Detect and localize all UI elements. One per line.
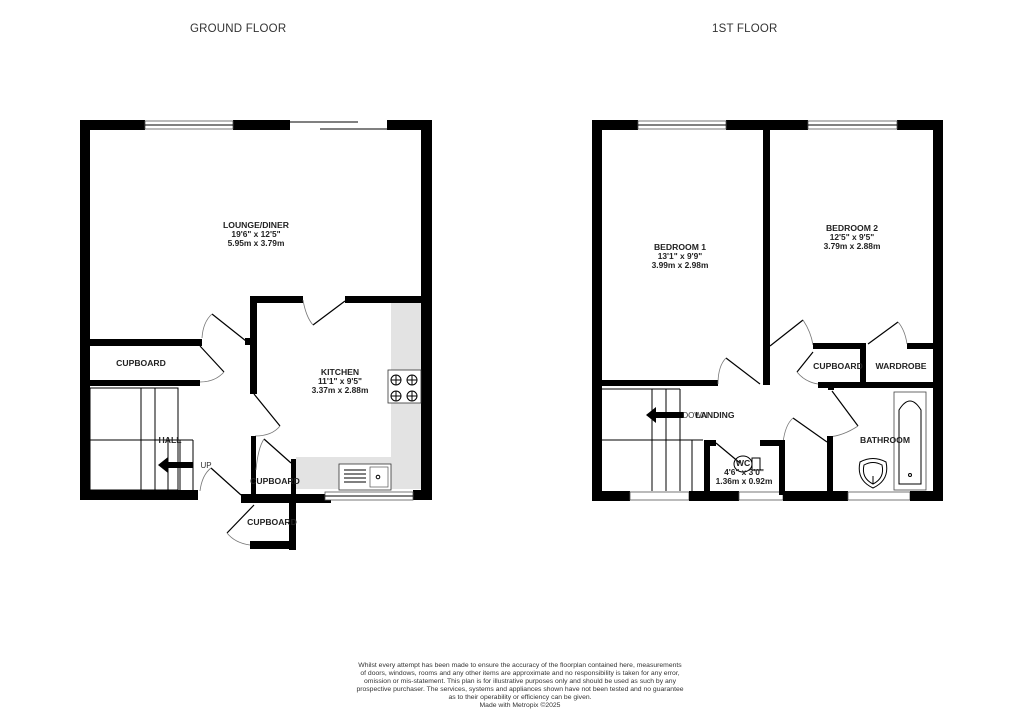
room-dim-bedroom2-imperial: 12'5" x 9'5" [830, 232, 875, 242]
wall [763, 120, 770, 385]
wall [860, 343, 866, 385]
disclaimer-line: as to their operability or efficiency ca… [448, 694, 592, 702]
room-dim-bedroom1-imperial: 13'1" x 9'9" [658, 251, 703, 261]
credit: Made with Metropix ©2025 [479, 702, 561, 710]
stairs-arrow-icon [646, 407, 684, 423]
wall [387, 120, 432, 130]
stairs-down-label: DOWN [682, 411, 708, 420]
room-dim-kitchen-metric: 3.37m x 2.88m [312, 385, 369, 395]
room-label-hall: HALL [159, 435, 182, 445]
room-label-cupboard: CUPBOARD [250, 476, 300, 486]
wall [907, 343, 937, 349]
wall [689, 491, 739, 501]
disclaimer-line: omission or mis-statement. This plan is … [364, 678, 676, 686]
sink-icon [338, 463, 392, 491]
room-label-bathroom: BATHROOM [860, 435, 910, 445]
wall [250, 296, 303, 303]
room-label-bedroom1: BEDROOM 1 [654, 242, 706, 252]
wall [760, 440, 784, 446]
ground-floor-title: GROUND FLOOR [190, 23, 287, 35]
wall [704, 440, 716, 446]
wall [245, 338, 257, 345]
first-floor-title: 1ST FLOOR [712, 23, 778, 35]
staircase-first [602, 388, 703, 491]
room-label-cupboard: CUPBOARD [116, 358, 166, 368]
wall [289, 500, 296, 550]
wall [897, 120, 943, 130]
room-label-cupboard: CUPBOARD [813, 361, 863, 371]
room-label-wardrobe: WARDROBE [875, 361, 926, 371]
window [738, 491, 784, 501]
room-dim-kitchen-imperial: 11'1" x 9'5" [318, 376, 362, 386]
wall [828, 385, 834, 390]
room-label-cupboard: CUPBOARD [247, 517, 297, 527]
wall [910, 491, 943, 501]
room-dim-bedroom2-metric: 3.79m x 2.88m [824, 241, 881, 251]
wall [88, 380, 200, 386]
wall [80, 120, 90, 500]
room-dim-wc-metric: 1.36m x 0.92m [716, 476, 773, 486]
wall [250, 541, 296, 549]
bath-icon [893, 391, 927, 491]
stairs-arrow-icon [158, 457, 193, 473]
hob-icon [387, 369, 422, 404]
wall [291, 459, 296, 503]
wall [80, 490, 198, 500]
window [847, 491, 911, 501]
wall [704, 440, 710, 495]
window [629, 491, 690, 501]
first-floor-plan: BEDROOM 1 13'1" x 9'9" 3.99m x 2.98m BED… [592, 120, 943, 501]
wall [827, 436, 833, 493]
room-dim-bedroom1-metric: 3.99m x 2.98m [652, 260, 709, 270]
wall [600, 380, 718, 386]
toilet-icon [733, 455, 761, 473]
wall [241, 494, 331, 503]
wall [783, 491, 848, 501]
wall [779, 440, 785, 495]
wall [233, 120, 290, 130]
wall [88, 339, 202, 346]
room-dim-lounge-imperial: 19'6" x 12'5" [231, 229, 280, 239]
ground-floor-plan: LOUNGE/DINER 19'6" x 12'5" 5.95m x 3.79m… [80, 120, 432, 550]
room-label-landing: LANDING [695, 410, 734, 420]
disclaimer-line: Whilst every attempt has been made to en… [358, 662, 682, 669]
disclaimer-line: prospective purchaser. The services, sys… [356, 686, 684, 694]
wall [592, 120, 602, 501]
wall [80, 120, 145, 130]
room-dim-lounge-metric: 5.95m x 3.79m [228, 238, 285, 248]
wall [345, 296, 425, 303]
wall [818, 382, 938, 388]
wall [592, 120, 638, 130]
wall [413, 490, 432, 500]
basin-icon [858, 458, 888, 489]
room-label-lounge: LOUNGE/DINER [223, 220, 290, 230]
room-label-bedroom2: BEDROOM 2 [826, 223, 878, 233]
wall [813, 343, 863, 349]
disclaimer: Whilst every attempt has been made to en… [330, 662, 710, 711]
room-dim-wc-imperial: 4'6" x 3'0" [724, 467, 764, 477]
room-label-wc: WC [736, 458, 750, 468]
wall [592, 491, 630, 501]
room-label-kitchen: KITCHEN [321, 367, 359, 377]
wall [933, 120, 943, 501]
wall [421, 120, 432, 500]
wall [251, 436, 256, 499]
disclaimer-line: of doors, windows, rooms and any other i… [360, 670, 680, 678]
stairs-up-label: UP [200, 461, 211, 470]
